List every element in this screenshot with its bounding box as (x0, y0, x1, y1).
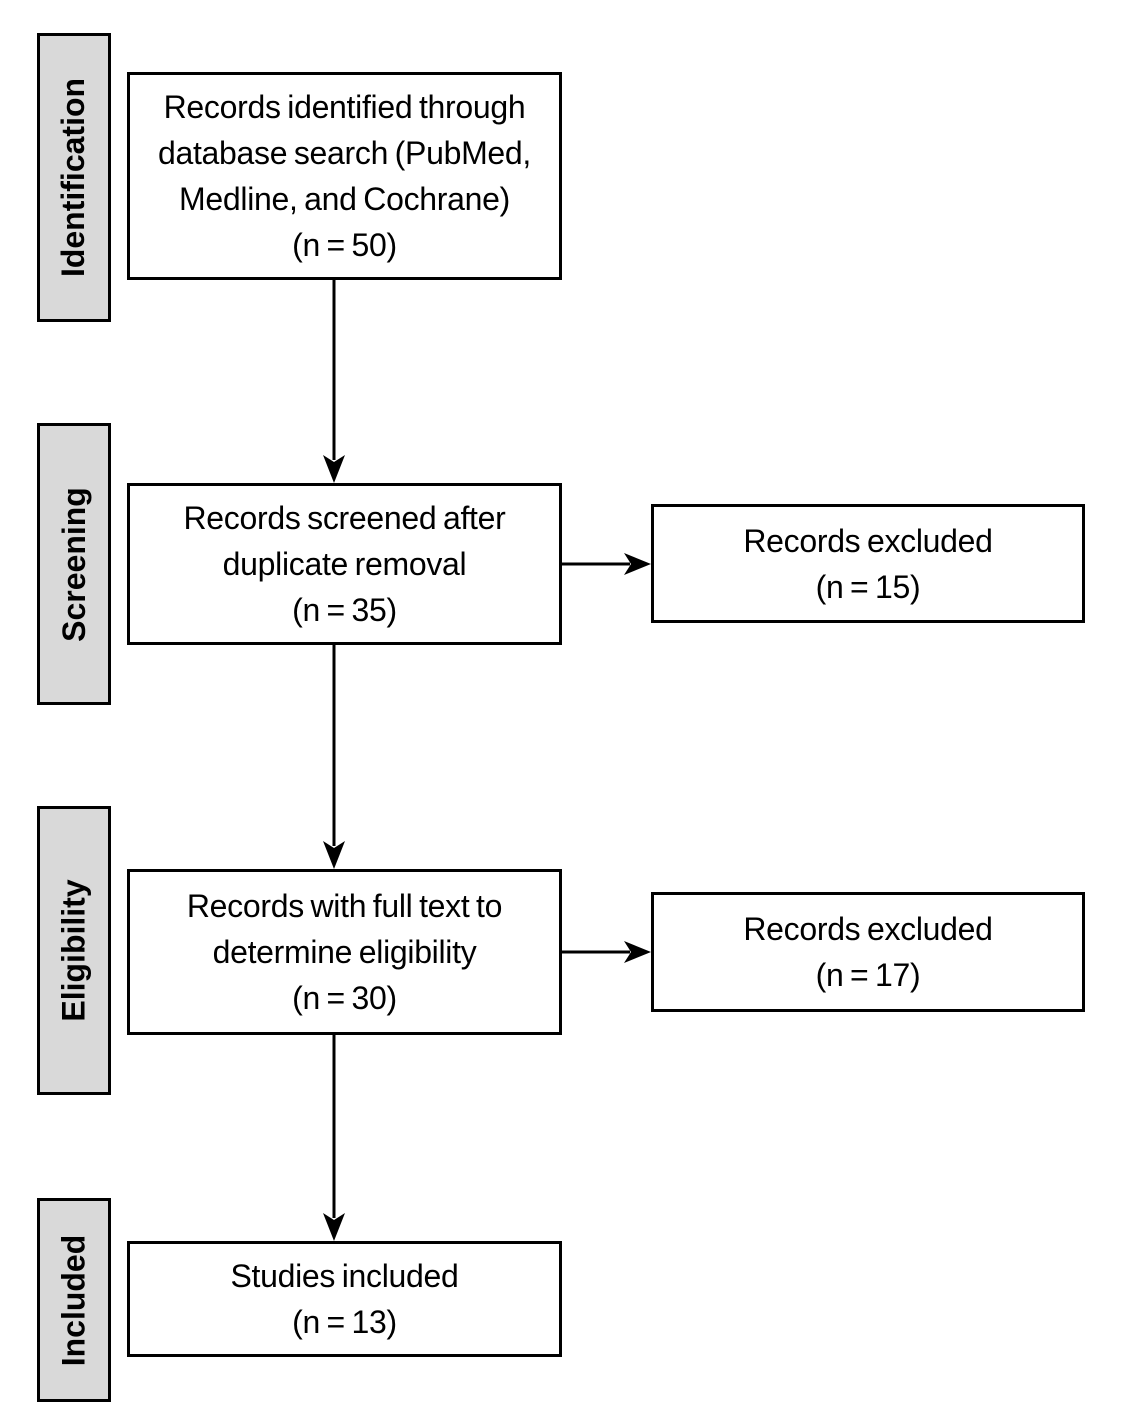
arrow-eligibility-to-excluded-head-icon (624, 941, 651, 963)
flow-box-full-text: Records with full text to determine elig… (127, 869, 562, 1035)
stage-screening-label: Screening (55, 486, 92, 642)
arrow-screening-to-excluded-head-icon (624, 553, 651, 575)
flow-box-full-text-line-2: determine eligibility (212, 934, 477, 970)
excluded-box-screening: Records excluded (n = 15) (651, 504, 1085, 623)
arrow-screening-to-eligibility-head-icon (323, 841, 345, 869)
stage-identification: Identification (37, 33, 111, 322)
flow-box-records-identified: Records identified through database sear… (127, 72, 562, 280)
stage-included-label: Included (55, 1234, 92, 1366)
excluded-box-screening-line-1: Records excluded (743, 522, 993, 559)
flow-box-studies-included: Studies included (n = 13) (127, 1241, 562, 1357)
excluded-box-screening-count: (n = 15) (815, 568, 921, 605)
flow-box-full-text-line-1: Records with full text to (186, 888, 503, 924)
excluded-box-eligibility: Records excluded (n = 17) (651, 892, 1085, 1012)
flow-box-records-screened-count: (n = 35) (292, 592, 397, 628)
arrow-identification-to-screening-head-icon (323, 455, 345, 483)
flow-box-studies-included-line-1: Studies included (230, 1258, 459, 1294)
stage-identification-label: Identification (55, 77, 92, 278)
flow-box-records-identified-line-2: database search (PubMed, (157, 135, 532, 171)
excluded-box-eligibility-count: (n = 17) (815, 957, 921, 993)
stage-included: Included (37, 1198, 111, 1402)
flow-box-records-identified-count: (n = 50) (292, 227, 397, 263)
flow-box-records-screened-line-1: Records screened after (183, 500, 506, 536)
stage-eligibility: Eligibility (37, 806, 111, 1095)
stage-screening: Screening (37, 423, 111, 705)
flow-box-records-identified-line-1: Records identified through (163, 89, 526, 125)
flow-box-records-identified-line-3: Medline, and Cochrane) (179, 181, 510, 217)
excluded-box-eligibility-line-1: Records excluded (743, 911, 993, 947)
stage-eligibility-label: Eligibility (55, 879, 92, 1022)
arrow-eligibility-to-included-head-icon (323, 1213, 345, 1241)
flow-box-full-text-count: (n = 30) (292, 980, 397, 1016)
flow-box-records-screened-line-2: duplicate removal (222, 546, 467, 582)
flow-box-studies-included-count: (n = 13) (292, 1304, 397, 1340)
flow-box-records-screened: Records screened after duplicate removal… (127, 483, 562, 645)
